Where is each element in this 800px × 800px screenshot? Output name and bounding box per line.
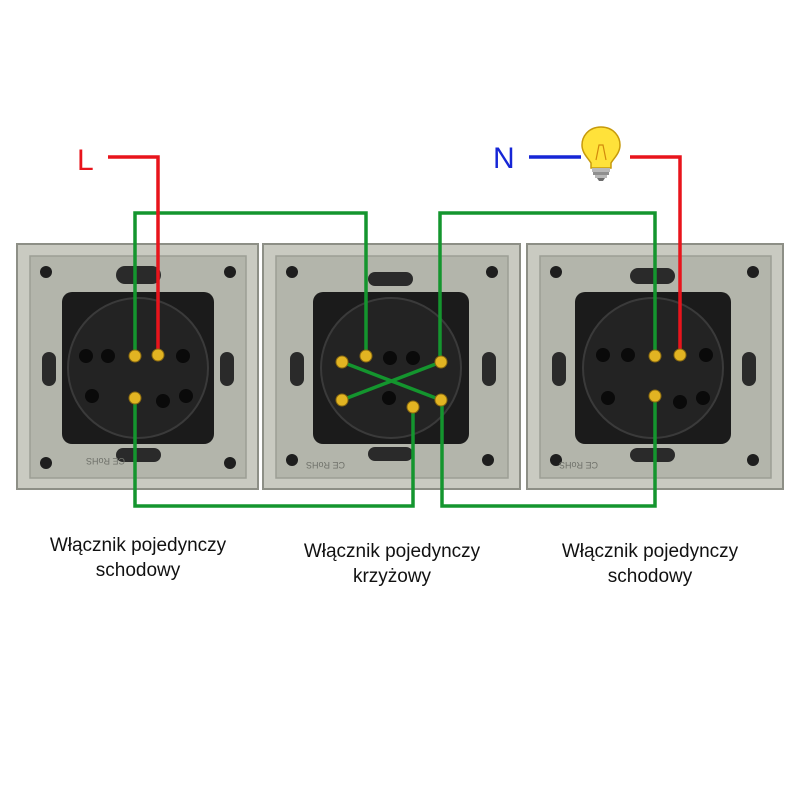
terminal-2-e [406,400,420,414]
terminal-2-d [335,393,349,407]
switch-2-caption-line1: Włącznik pojedynczy [303,541,481,562]
switch-1-caption-line2: schodowy [95,560,181,581]
live-wires [108,155,682,355]
terminal-3-common [648,349,662,363]
live-label: L [77,144,94,177]
switch-1-caption-line1: Włącznik pojedynczy [49,535,227,556]
svg-text:CE RoHS: CE RoHS [306,460,345,470]
traveller-wire-bottom-left [133,398,415,508]
traveller-wire-top-right [438,211,657,360]
switch-mechanism-3 [575,292,731,444]
switch-mechanism-2 [313,292,469,444]
switch-mechanism-1 [62,292,214,444]
switch-3-caption-line2: schodowy [607,566,693,587]
terminals [128,348,687,414]
switch-1-caption: Włącznik pojedynczy schodowy [18,533,258,583]
switch-plate-2: CE RoHS [262,243,521,490]
lamp-wire [630,155,682,355]
traveller-wire-top-left [133,211,368,356]
terminal-2-a [335,355,349,369]
terminal-3-live [673,348,687,362]
switch-2-caption-line2: krzyżowy [352,566,432,587]
traveller-wires [133,211,657,508]
terminal-1-common [128,349,142,363]
switch-2-caption: Włącznik pojedynczy krzyżowy [272,539,512,589]
terminal-1-bottom [128,391,142,405]
svg-text:CE RoHS: CE RoHS [86,456,125,466]
switch-plate-1: CE RoHS [16,243,259,490]
terminal-2-b [359,349,373,363]
light-bulb-icon [581,126,621,181]
traveller-wire-bottom-right [440,396,657,508]
neutral-label: N [493,142,515,175]
cross-link-2 [341,360,442,402]
switch-3-caption-line1: Włącznik pojedynczy [561,541,739,562]
switch-3-caption: Włącznik pojedynczy schodowy [530,539,770,589]
svg-text:CE RoHS: CE RoHS [559,460,598,470]
terminal-1-live [151,348,165,362]
terminal-3-bottom [648,389,662,403]
terminal-2-f [434,393,448,407]
terminal-2-c [434,355,448,369]
live-wire [108,155,160,355]
